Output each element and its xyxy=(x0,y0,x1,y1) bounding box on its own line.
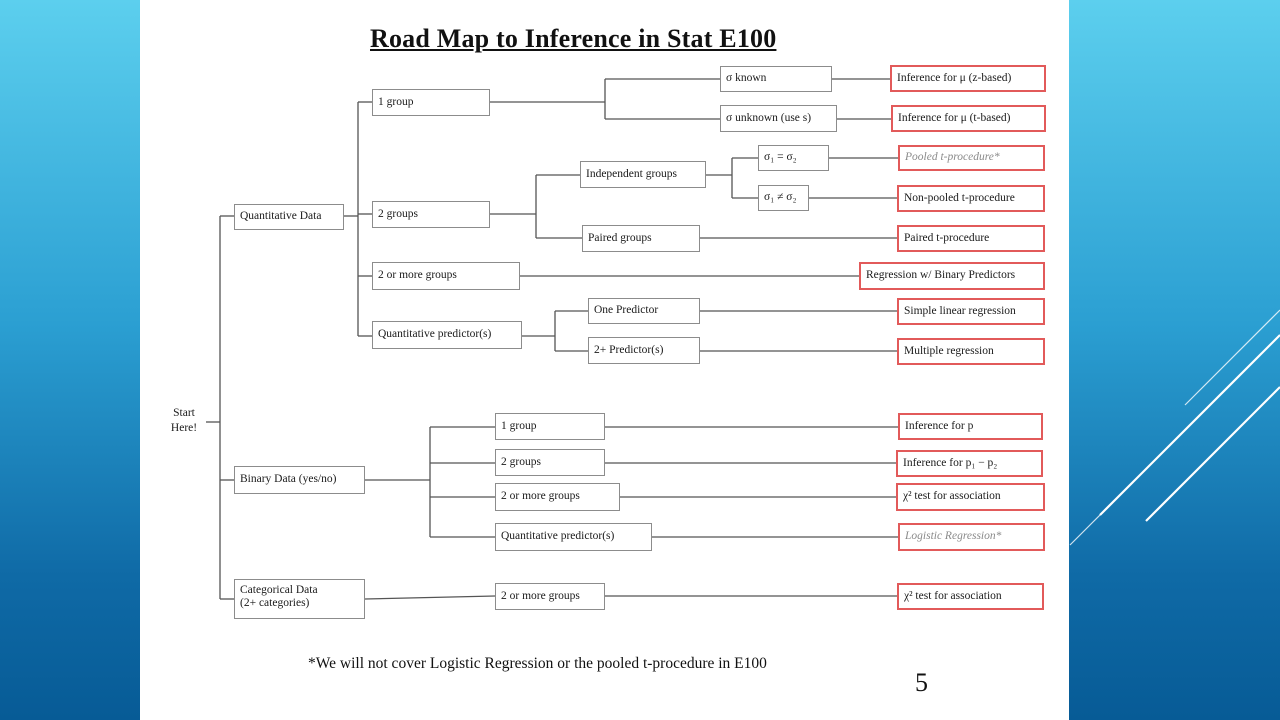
result-inference-mu-z: Inference for μ (z-based) xyxy=(890,65,1046,92)
two-plus-predictors: 2+ Predictor(s) xyxy=(588,337,700,364)
category-quantitative-data: Quantitative Data xyxy=(234,204,344,230)
result-paired-t: Paired t-procedure xyxy=(897,225,1045,252)
slide: Road Map to Inference in Stat E100 xyxy=(140,0,1069,720)
result-inference-p1-p2: Inference for p₁ − p₂ xyxy=(896,450,1043,477)
quant-quantitative-predictors: Quantitative predictor(s) xyxy=(372,321,522,349)
binary-two-groups: 2 groups xyxy=(495,449,605,476)
sigma-equal: σ₁ = σ₂ xyxy=(758,145,829,171)
categorical-two-or-more-groups: 2 or more groups xyxy=(495,583,605,610)
quant-two-or-more-groups: 2 or more groups xyxy=(372,262,520,290)
binary-one-group: 1 group xyxy=(495,413,605,440)
sigma-unknown: σ unknown (use s) xyxy=(720,105,837,132)
binary-two-or-more-groups: 2 or more groups xyxy=(495,483,620,511)
category-binary-data: Binary Data (yes/no) xyxy=(234,466,365,494)
one-predictor: One Predictor xyxy=(588,298,700,324)
result-logistic-regression: Logistic Regression* xyxy=(898,523,1045,551)
sigma-not-equal: σ₁ ≠ σ₂ xyxy=(758,185,809,211)
page-number: 5 xyxy=(915,668,928,697)
result-multiple-regression: Multiple regression xyxy=(897,338,1045,365)
footnote: *We will not cover Logistic Regression o… xyxy=(308,655,767,672)
binary-quantitative-predictors: Quantitative predictor(s) xyxy=(495,523,652,551)
quant-two-groups: 2 groups xyxy=(372,201,490,228)
result-inference-p: Inference for p xyxy=(898,413,1043,440)
result-chi2-association-binary: χ² test for association xyxy=(896,483,1045,511)
category-categorical-data: Categorical Data (2+ categories) xyxy=(234,579,365,619)
start-label: Start Here! xyxy=(170,407,198,434)
page-title: Road Map to Inference in Stat E100 xyxy=(370,24,777,53)
quant-one-group: 1 group xyxy=(372,89,490,116)
result-inference-mu-t: Inference for μ (t-based) xyxy=(891,105,1046,132)
paired-groups: Paired groups xyxy=(582,225,700,252)
result-pooled-t: Pooled t-procedure* xyxy=(898,145,1045,171)
result-simple-linear-regression: Simple linear regression xyxy=(897,298,1045,325)
connector-lines xyxy=(206,78,898,600)
result-chi2-association-categorical: χ² test for association xyxy=(897,583,1044,610)
result-regression-binary-predictors: Regression w/ Binary Predictors xyxy=(859,262,1045,290)
independent-groups: Independent groups xyxy=(580,161,706,188)
result-nonpooled-t: Non-pooled t-procedure xyxy=(897,185,1045,212)
sigma-known: σ known xyxy=(720,66,832,92)
